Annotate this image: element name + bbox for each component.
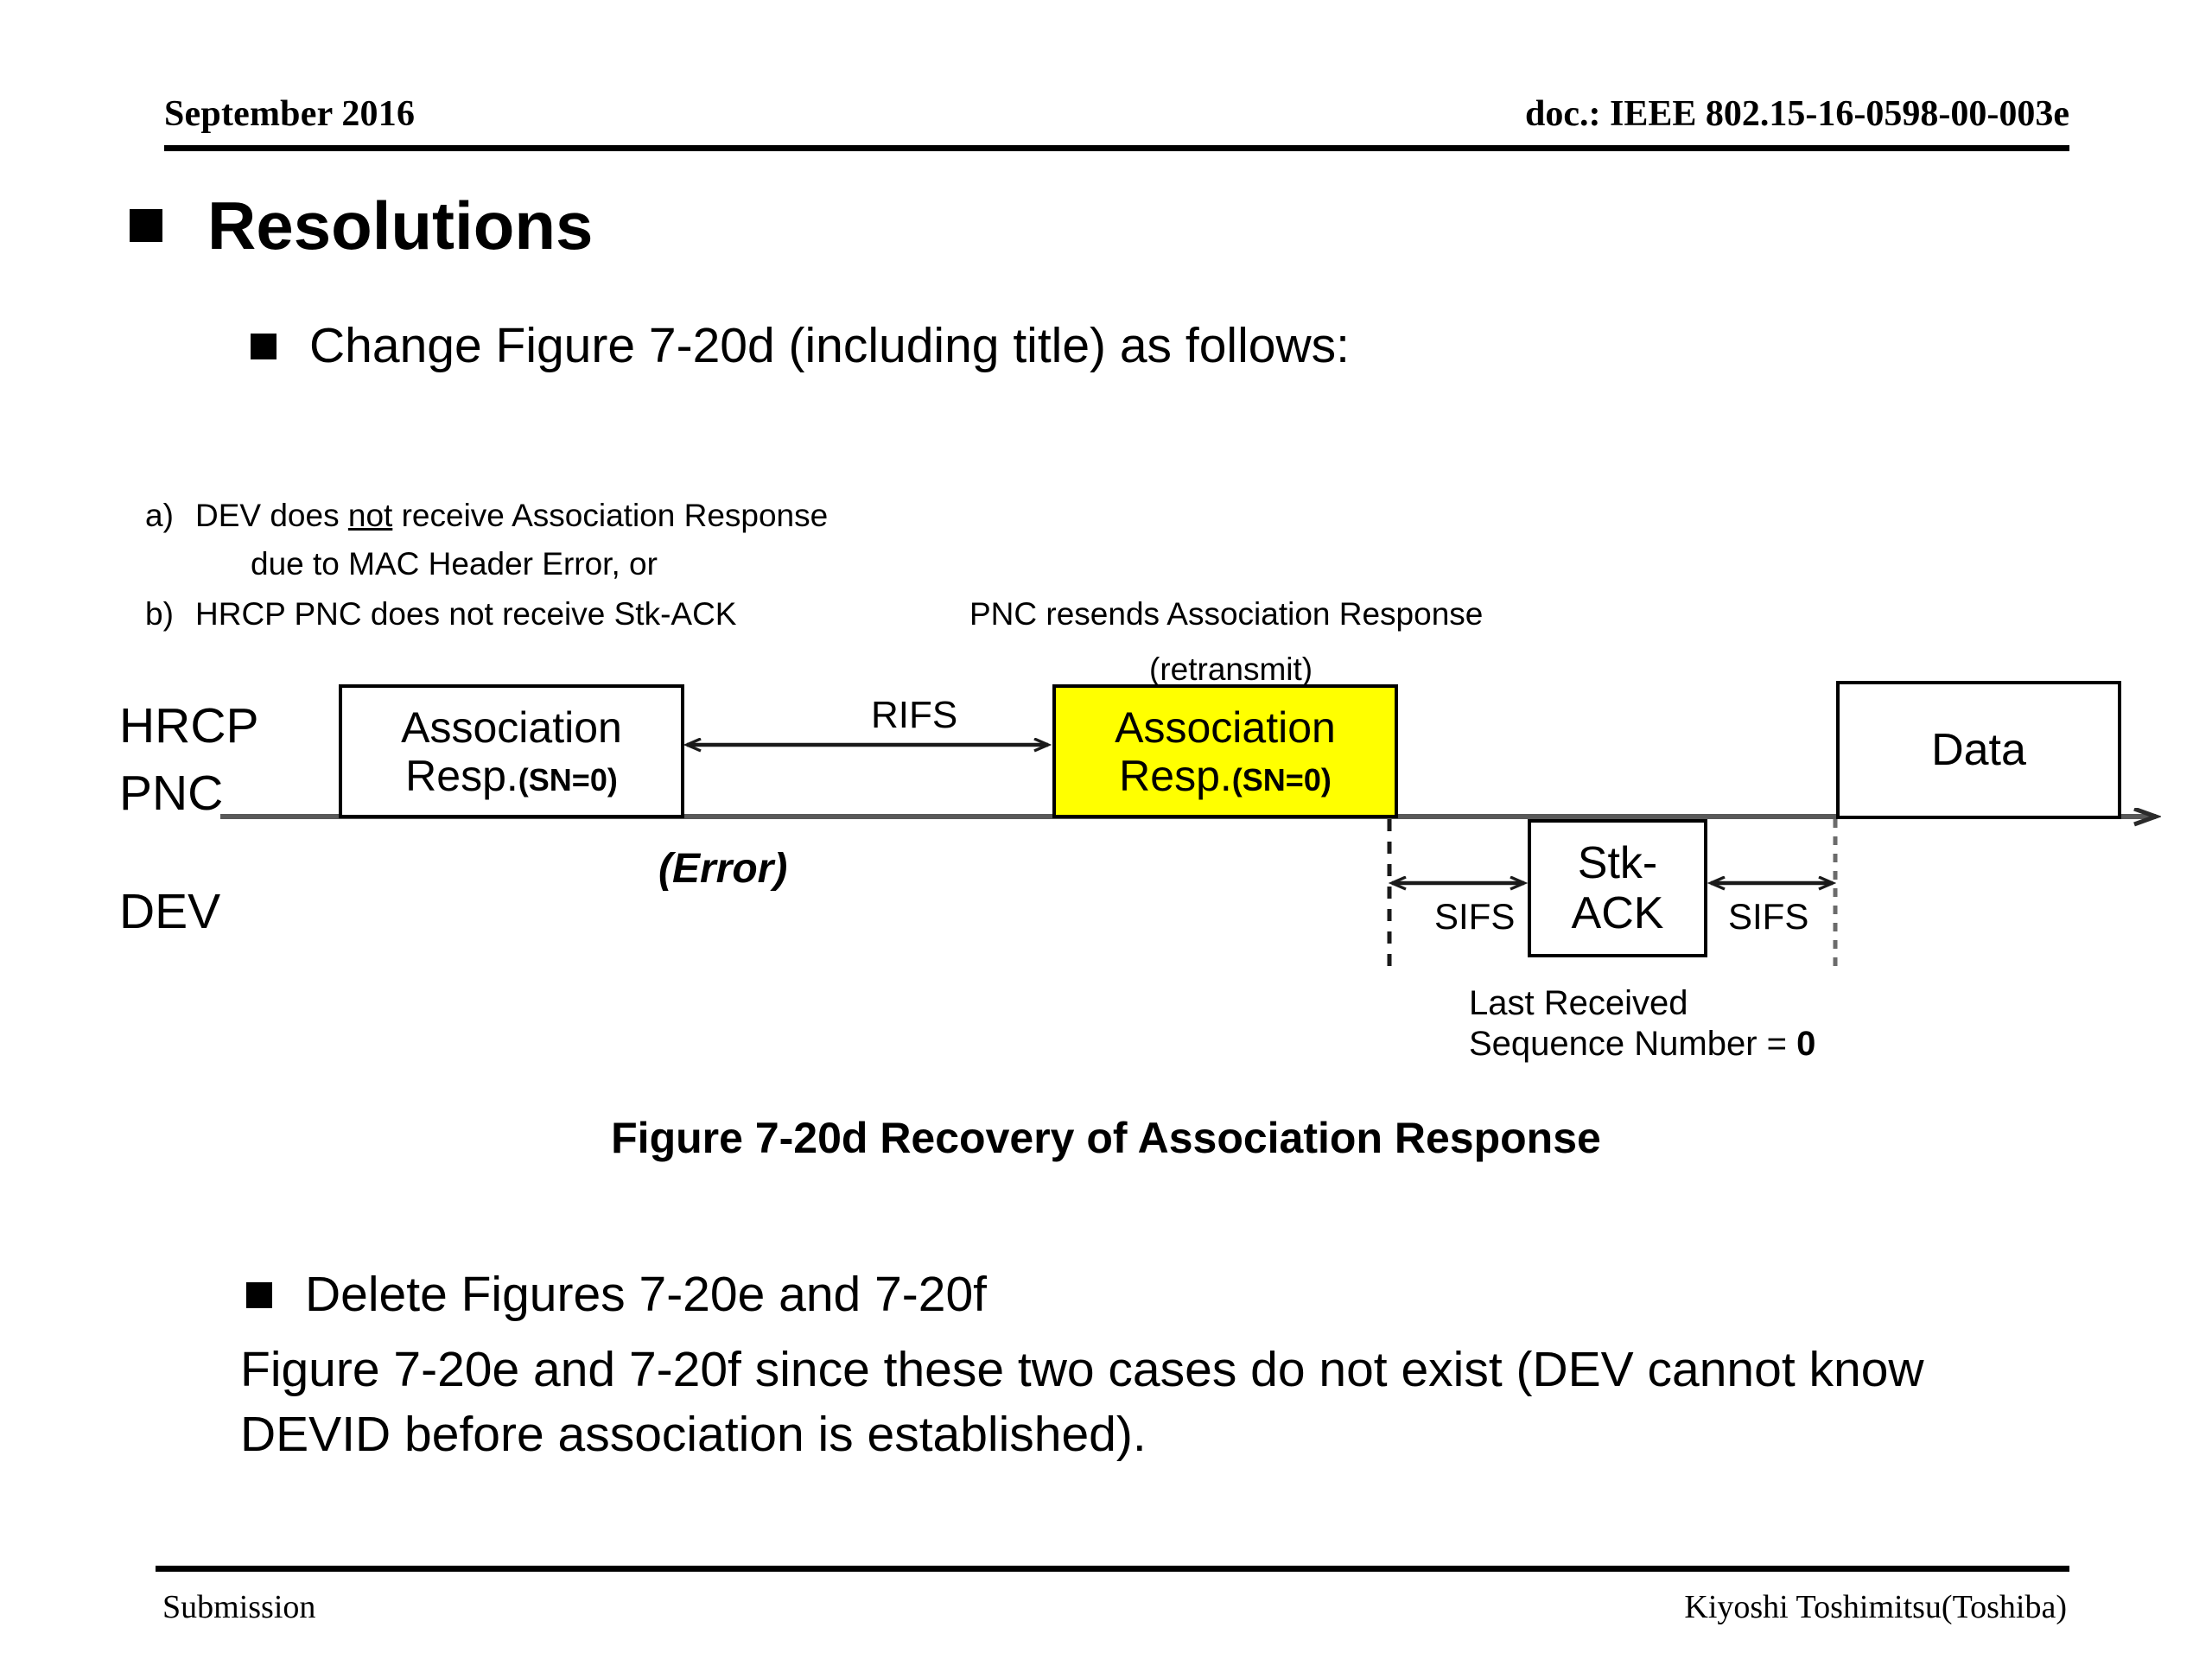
box-assoc2-resp: Resp. bbox=[1119, 751, 1232, 800]
box-association-response-retransmit: Association Resp.(SN=0) bbox=[1052, 684, 1398, 818]
label-rifs: RIFS bbox=[871, 694, 958, 736]
page-title: Resolutions bbox=[207, 188, 594, 264]
box-assoc1-line2: Resp.(SN=0) bbox=[405, 752, 618, 800]
box-data: Data bbox=[1836, 681, 2121, 819]
note-pnc-resend-line1: PNC resends Association Response bbox=[969, 596, 1484, 632]
note-a-text-post: receive Association Response bbox=[392, 498, 829, 533]
box-assoc1-resp: Resp. bbox=[405, 751, 518, 800]
footer-divider bbox=[156, 1566, 2069, 1572]
square-bullet-icon bbox=[251, 333, 276, 359]
box-assoc2-line1: Association bbox=[1115, 702, 1336, 752]
box-stkack-line2: ACK bbox=[1571, 888, 1664, 938]
last-received-value: 0 bbox=[1796, 1025, 1816, 1064]
box-assoc2-sn: (SN=0) bbox=[1231, 761, 1332, 798]
header-divider bbox=[164, 145, 2069, 151]
header-date: September 2016 bbox=[164, 94, 416, 134]
box-stkack-line1: Stk- bbox=[1577, 837, 1658, 888]
box-assoc1-line1: Association bbox=[401, 702, 622, 752]
bullet-change-text: Change Figure 7-20d (including title) as… bbox=[309, 318, 1350, 373]
note-a-text-pre: DEV does bbox=[195, 498, 348, 533]
bullet-delete-row: Delete Figures 7-20e and 7-20f bbox=[246, 1270, 987, 1319]
closing-paragraph: Figure 7-20e and 7-20f since these two c… bbox=[240, 1342, 1924, 1463]
box-stk-ack: Stk- ACK bbox=[1528, 819, 1707, 957]
lane-label-dev: DEV bbox=[119, 884, 221, 939]
note-a-text-underlined: not bbox=[347, 498, 393, 533]
lane-label-pnc: PNC bbox=[119, 766, 224, 821]
lane-label-hrcp: HRCP bbox=[119, 698, 259, 753]
note-b-label: b) bbox=[145, 596, 174, 632]
bullet-change-row: Change Figure 7-20d (including title) as… bbox=[251, 321, 1350, 371]
note-b-text: HRCP PNC does not receive Stk-ACK bbox=[195, 596, 737, 632]
header-document-id: doc.: IEEE 802.15-16-0598-00-003e bbox=[1525, 94, 2069, 134]
box-association-response-first: Association Resp.(SN=0) bbox=[339, 684, 684, 818]
last-received-line1: Last Received bbox=[1469, 984, 1688, 1022]
page-title-row: Resolutions bbox=[130, 192, 593, 259]
square-bullet-icon bbox=[130, 209, 162, 242]
note-b: b) HRCP PNC does not receive Stk-ACK bbox=[145, 596, 737, 632]
footer-submission-label: Submission bbox=[162, 1589, 316, 1625]
note-a-label: a) bbox=[145, 498, 174, 533]
label-sifs-right: SIFS bbox=[1728, 896, 1809, 937]
label-error: (Error) bbox=[658, 846, 788, 892]
note-pnc-resend-line2: (retransmit) bbox=[1149, 652, 1313, 687]
last-received-line2: Sequence Number = 0 bbox=[1469, 1024, 1815, 1065]
footer-author: Kiyoshi Toshimitsu(Toshiba) bbox=[1684, 1589, 2067, 1625]
bullet-delete-text: Delete Figures 7-20e and 7-20f bbox=[305, 1267, 987, 1322]
label-last-received-sequence: Last Received Sequence Number = 0 bbox=[1469, 983, 1815, 1065]
box-assoc1-sn: (SN=0) bbox=[518, 761, 618, 798]
square-bullet-icon bbox=[246, 1281, 272, 1308]
note-a: a) DEV does not receive Association Respo… bbox=[145, 499, 828, 531]
box-data-label: Data bbox=[1931, 724, 2026, 775]
box-assoc2-line2: Resp.(SN=0) bbox=[1119, 752, 1332, 800]
note-a-line2: due to MAC Header Error, or bbox=[251, 546, 658, 582]
label-sifs-left: SIFS bbox=[1434, 896, 1516, 937]
last-received-prefix: Sequence Number = bbox=[1469, 1025, 1797, 1064]
figure-caption: Figure 7-20d Recovery of Association Res… bbox=[611, 1114, 1601, 1162]
